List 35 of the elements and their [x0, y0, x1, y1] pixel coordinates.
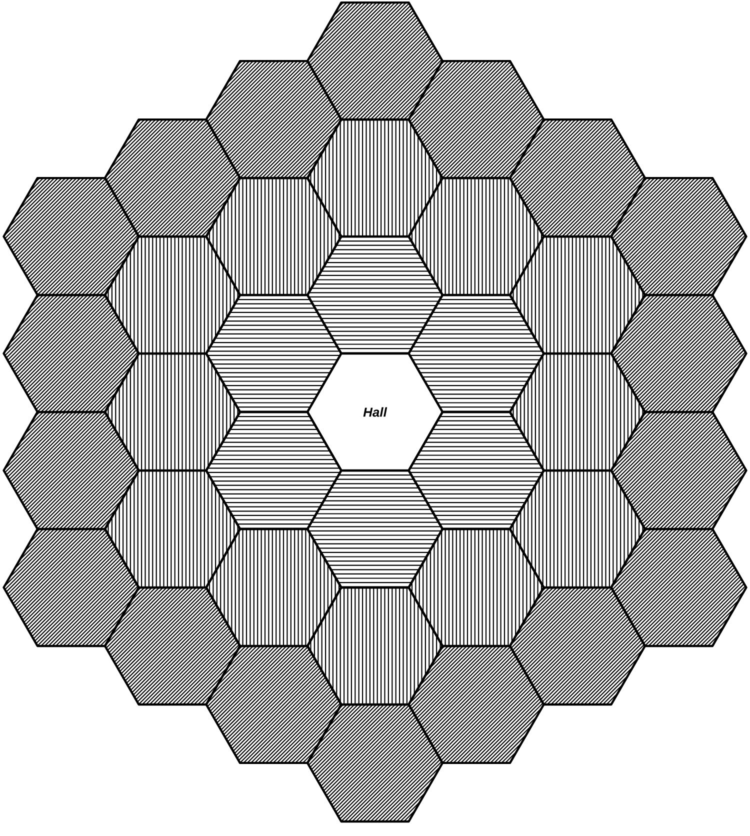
hexagon-room [2, 410, 140, 530]
hexagon-room [408, 528, 545, 648]
hexagon-room [408, 410, 545, 530]
hexagon-room [408, 294, 545, 414]
hexagon-room [2, 528, 140, 648]
hexagon-room [408, 644, 545, 764]
hexagon-room [306, 118, 444, 238]
hexagon-room [508, 469, 646, 589]
hexagon-room [104, 235, 242, 355]
hexagon-room [205, 410, 342, 530]
hexagon-room [205, 176, 342, 296]
hexagon-room [2, 294, 140, 414]
hexagon-room [205, 528, 342, 648]
hexagon-room [104, 469, 242, 589]
hexagon-room [104, 586, 242, 706]
hall-hexagon: Hall [306, 352, 444, 472]
hexagon-room [104, 352, 242, 472]
hexagon-room [205, 644, 342, 764]
hexagon-room [306, 703, 444, 823]
hexagon-room [610, 528, 748, 648]
hexagon-room [306, 1, 444, 121]
hexagon-room [508, 235, 646, 355]
hexagon-room [104, 118, 242, 238]
hexagon-room [408, 176, 545, 296]
hexagon-room [2, 176, 140, 296]
hexagon-room [610, 294, 748, 414]
hexagon-room [508, 118, 646, 238]
hexagon-room [205, 60, 342, 180]
hexagon-room [205, 294, 342, 414]
hexagon-room [306, 586, 444, 706]
hexagon-room [610, 410, 748, 530]
hexagon-room [508, 586, 646, 706]
hexagon-room [408, 60, 545, 180]
hexagon-room [508, 352, 646, 472]
hexagon-room [610, 176, 748, 296]
